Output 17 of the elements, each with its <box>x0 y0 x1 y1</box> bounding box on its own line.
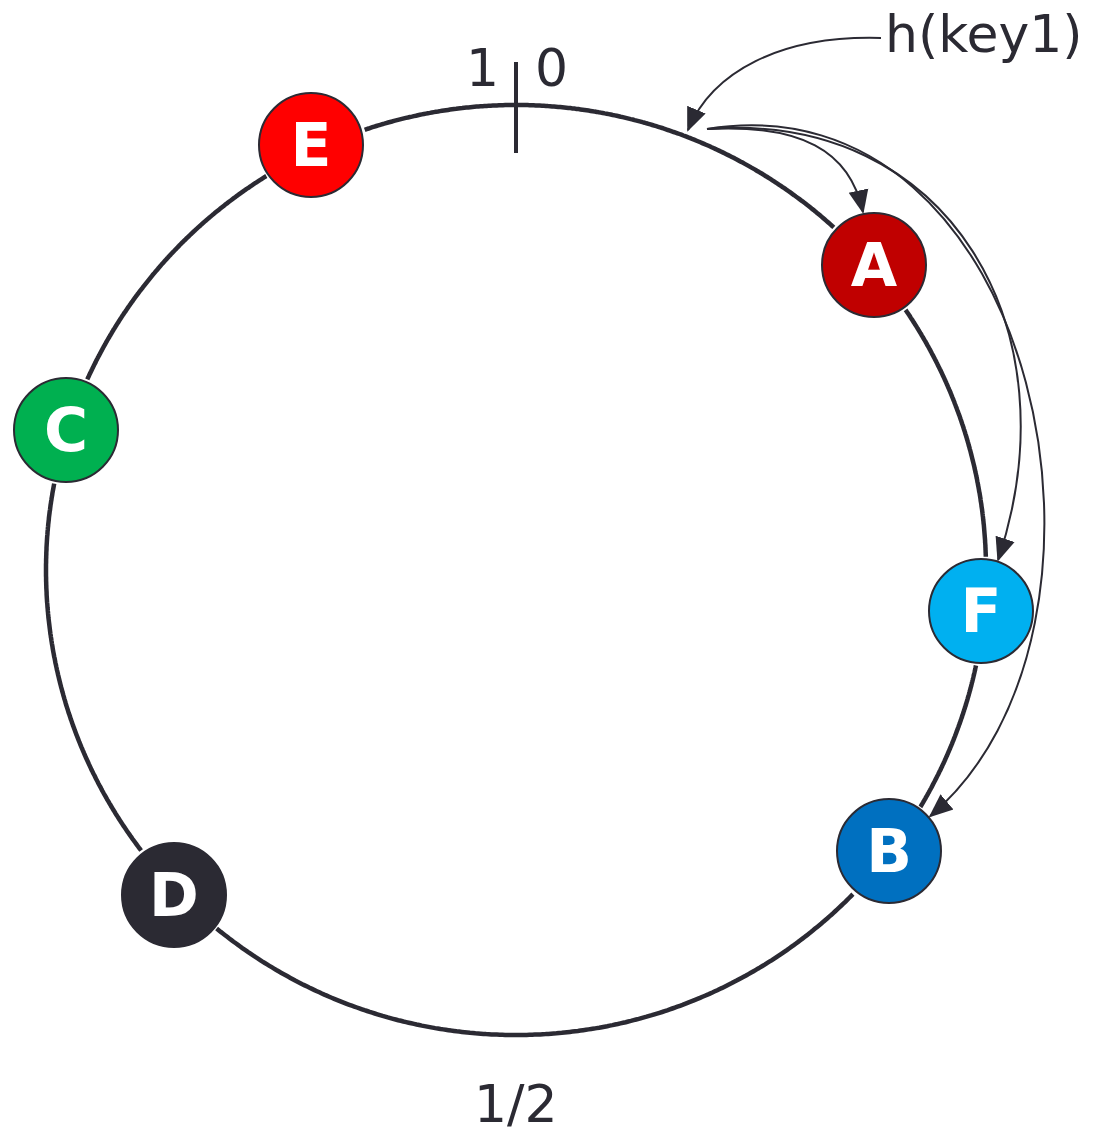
position-label: 0 <box>535 42 569 94</box>
ring-arc <box>363 102 836 230</box>
server-node: D <box>121 842 227 948</box>
server-node: B <box>836 798 942 904</box>
server-node: E <box>258 92 364 198</box>
position-label: 1/2 <box>474 1078 558 1130</box>
ring-arc <box>903 308 989 558</box>
server-node: C <box>13 377 119 483</box>
server-node: F <box>928 558 1034 664</box>
ring-arc <box>43 482 143 852</box>
position-label: 1 <box>466 42 500 94</box>
ring-arc <box>215 892 855 1038</box>
arrow <box>687 37 882 132</box>
server-node: A <box>821 212 927 318</box>
ring-arc <box>85 174 268 381</box>
arrow <box>706 126 1046 818</box>
ring-arc <box>918 664 979 809</box>
